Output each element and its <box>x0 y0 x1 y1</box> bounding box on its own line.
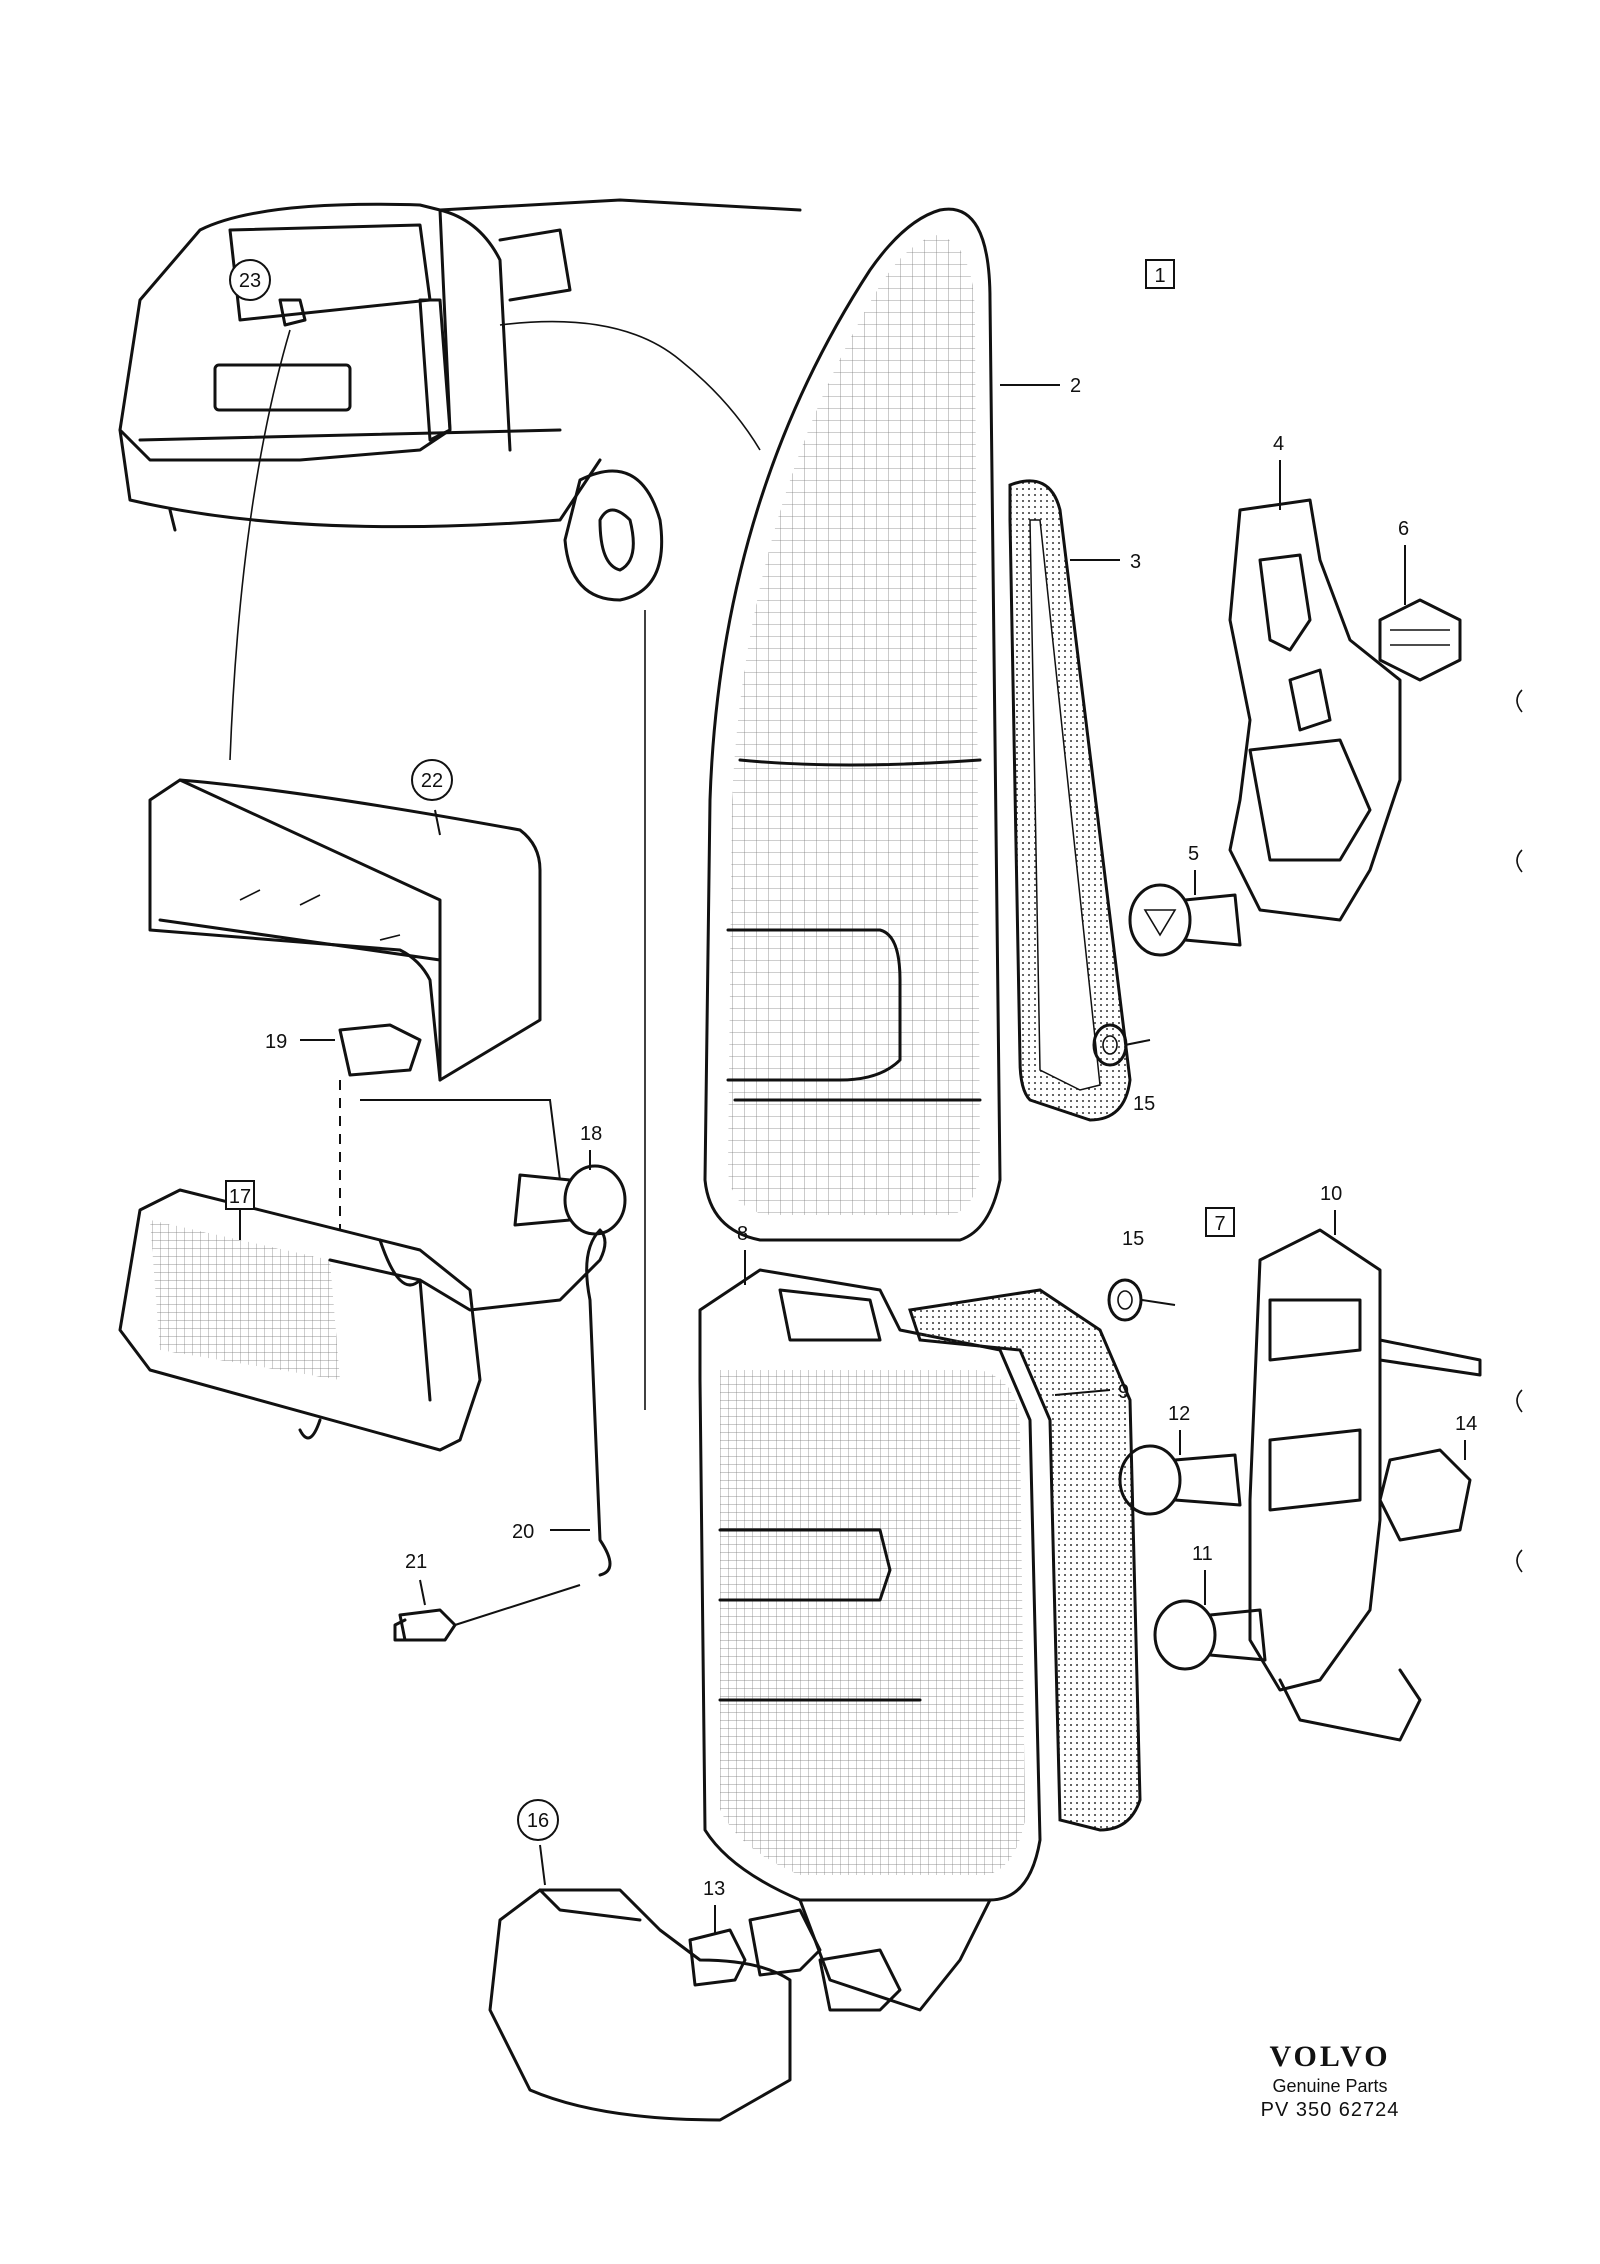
callout-circle-22 <box>411 759 453 801</box>
car-rear-illustration <box>118 198 802 1410</box>
bolt-21 <box>393 1608 457 1642</box>
connector-6 <box>1378 598 1462 682</box>
gasket-3 <box>1008 479 1132 1122</box>
callout-14: 14 <box>1455 1413 1477 1435</box>
bulb-12 <box>1118 1444 1242 1516</box>
brand-tagline: Genuine Parts <box>1272 2076 1388 2096</box>
callout-3: 3 <box>1130 551 1141 573</box>
callout-7: 7 <box>1214 1213 1225 1235</box>
callout-15-upper: 15 <box>1133 1093 1155 1115</box>
callout-20: 20 <box>512 1521 534 1543</box>
callout-6: 6 <box>1398 518 1409 540</box>
wire-spring-20 <box>339 1080 612 1577</box>
bumper-trim-16 <box>488 1888 792 2122</box>
callout-box-1 <box>1145 259 1175 289</box>
callout-22: 22 <box>421 770 443 792</box>
callout-labels: 1 2 3 4 6 5 15 7 10 15 8 9 12 14 11 13 1… <box>225 259 1477 1900</box>
clip-19 <box>338 1023 422 1077</box>
callout-21: 21 <box>405 1551 427 1573</box>
callout-11: 11 <box>1192 1543 1213 1565</box>
callout-10: 10 <box>1320 1183 1342 1205</box>
callout-17: 17 <box>229 1186 251 1208</box>
clip-13 <box>688 1928 747 1987</box>
diagram-code: PV 350 62724 <box>1260 2099 1400 2121</box>
callout-4: 4 <box>1273 433 1284 455</box>
rear-lamp-upper-2 <box>703 207 1002 1242</box>
gasket-9 <box>908 1288 1142 1832</box>
callout-5: 5 <box>1188 843 1199 865</box>
callout-box-17 <box>225 1180 255 1210</box>
callout-1: 1 <box>1154 265 1165 287</box>
callout-23: 23 <box>239 270 261 292</box>
high-mount-lamp-17 <box>118 1188 482 1452</box>
callout-9: 9 <box>1118 1381 1129 1403</box>
bulb-18 <box>513 1164 627 1236</box>
volvo-branding: VOLVO Genuine Parts PV 350 62724 <box>1240 2040 1420 2122</box>
callout-16: 16 <box>527 1810 549 1832</box>
callout-circle-16 <box>517 1799 559 1841</box>
margin-marks <box>1516 689 1523 1573</box>
callout-13: 13 <box>703 1878 725 1900</box>
callout-15-lower: 15 <box>1122 1228 1144 1250</box>
volvo-logo: VOLVO <box>1269 2040 1391 2073</box>
bulb-holder-4 <box>1228 498 1402 922</box>
connector-14 <box>1378 1448 1472 1542</box>
callout-circle-23 <box>229 259 271 301</box>
callout-box-7 <box>1205 1207 1235 1237</box>
callout-12: 12 <box>1168 1403 1190 1425</box>
callout-19: 19 <box>265 1031 287 1053</box>
lamp-cover-22 <box>148 778 542 1082</box>
bulb-5 <box>1128 883 1242 957</box>
callout-8: 8 <box>737 1223 748 1245</box>
leader-lines <box>239 384 1466 1935</box>
callout-18: 18 <box>580 1123 602 1145</box>
bulb-11 <box>1153 1599 1267 1671</box>
bulb-holder-10 <box>1248 1228 1482 1742</box>
callout-2: 2 <box>1070 375 1081 397</box>
bottom-brackets <box>748 1908 902 2012</box>
nut-15-lower <box>1107 1278 1143 1322</box>
rear-lamp-lower-8 <box>698 1268 1042 2012</box>
